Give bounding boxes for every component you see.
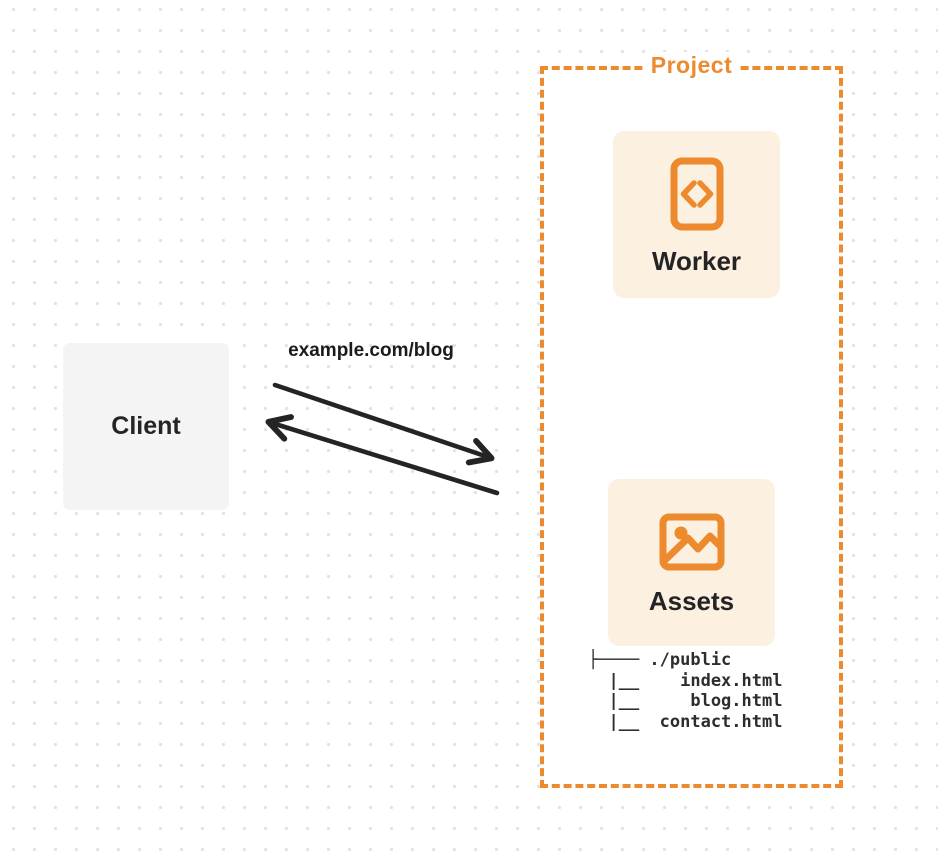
assets-file-tree: ├──── ./public |__ index.html |__ blog.h… — [588, 650, 783, 732]
client-label: Client — [111, 412, 181, 440]
client-node: Client — [63, 343, 229, 510]
project-label: Project — [644, 52, 739, 79]
code-document-icon — [670, 157, 723, 230]
project-container: Project — [540, 52, 843, 788]
request-arrow — [272, 382, 495, 466]
request-response-arrows — [265, 382, 500, 496]
assets-node: Assets — [608, 479, 775, 646]
worker-label: Worker — [651, 245, 742, 276]
assets-label: Assets — [648, 585, 735, 616]
worker-node: Worker — [613, 131, 780, 298]
response-arrow — [265, 414, 500, 496]
image-icon — [659, 513, 724, 570]
request-url-label: example.com/blog — [288, 340, 454, 361]
